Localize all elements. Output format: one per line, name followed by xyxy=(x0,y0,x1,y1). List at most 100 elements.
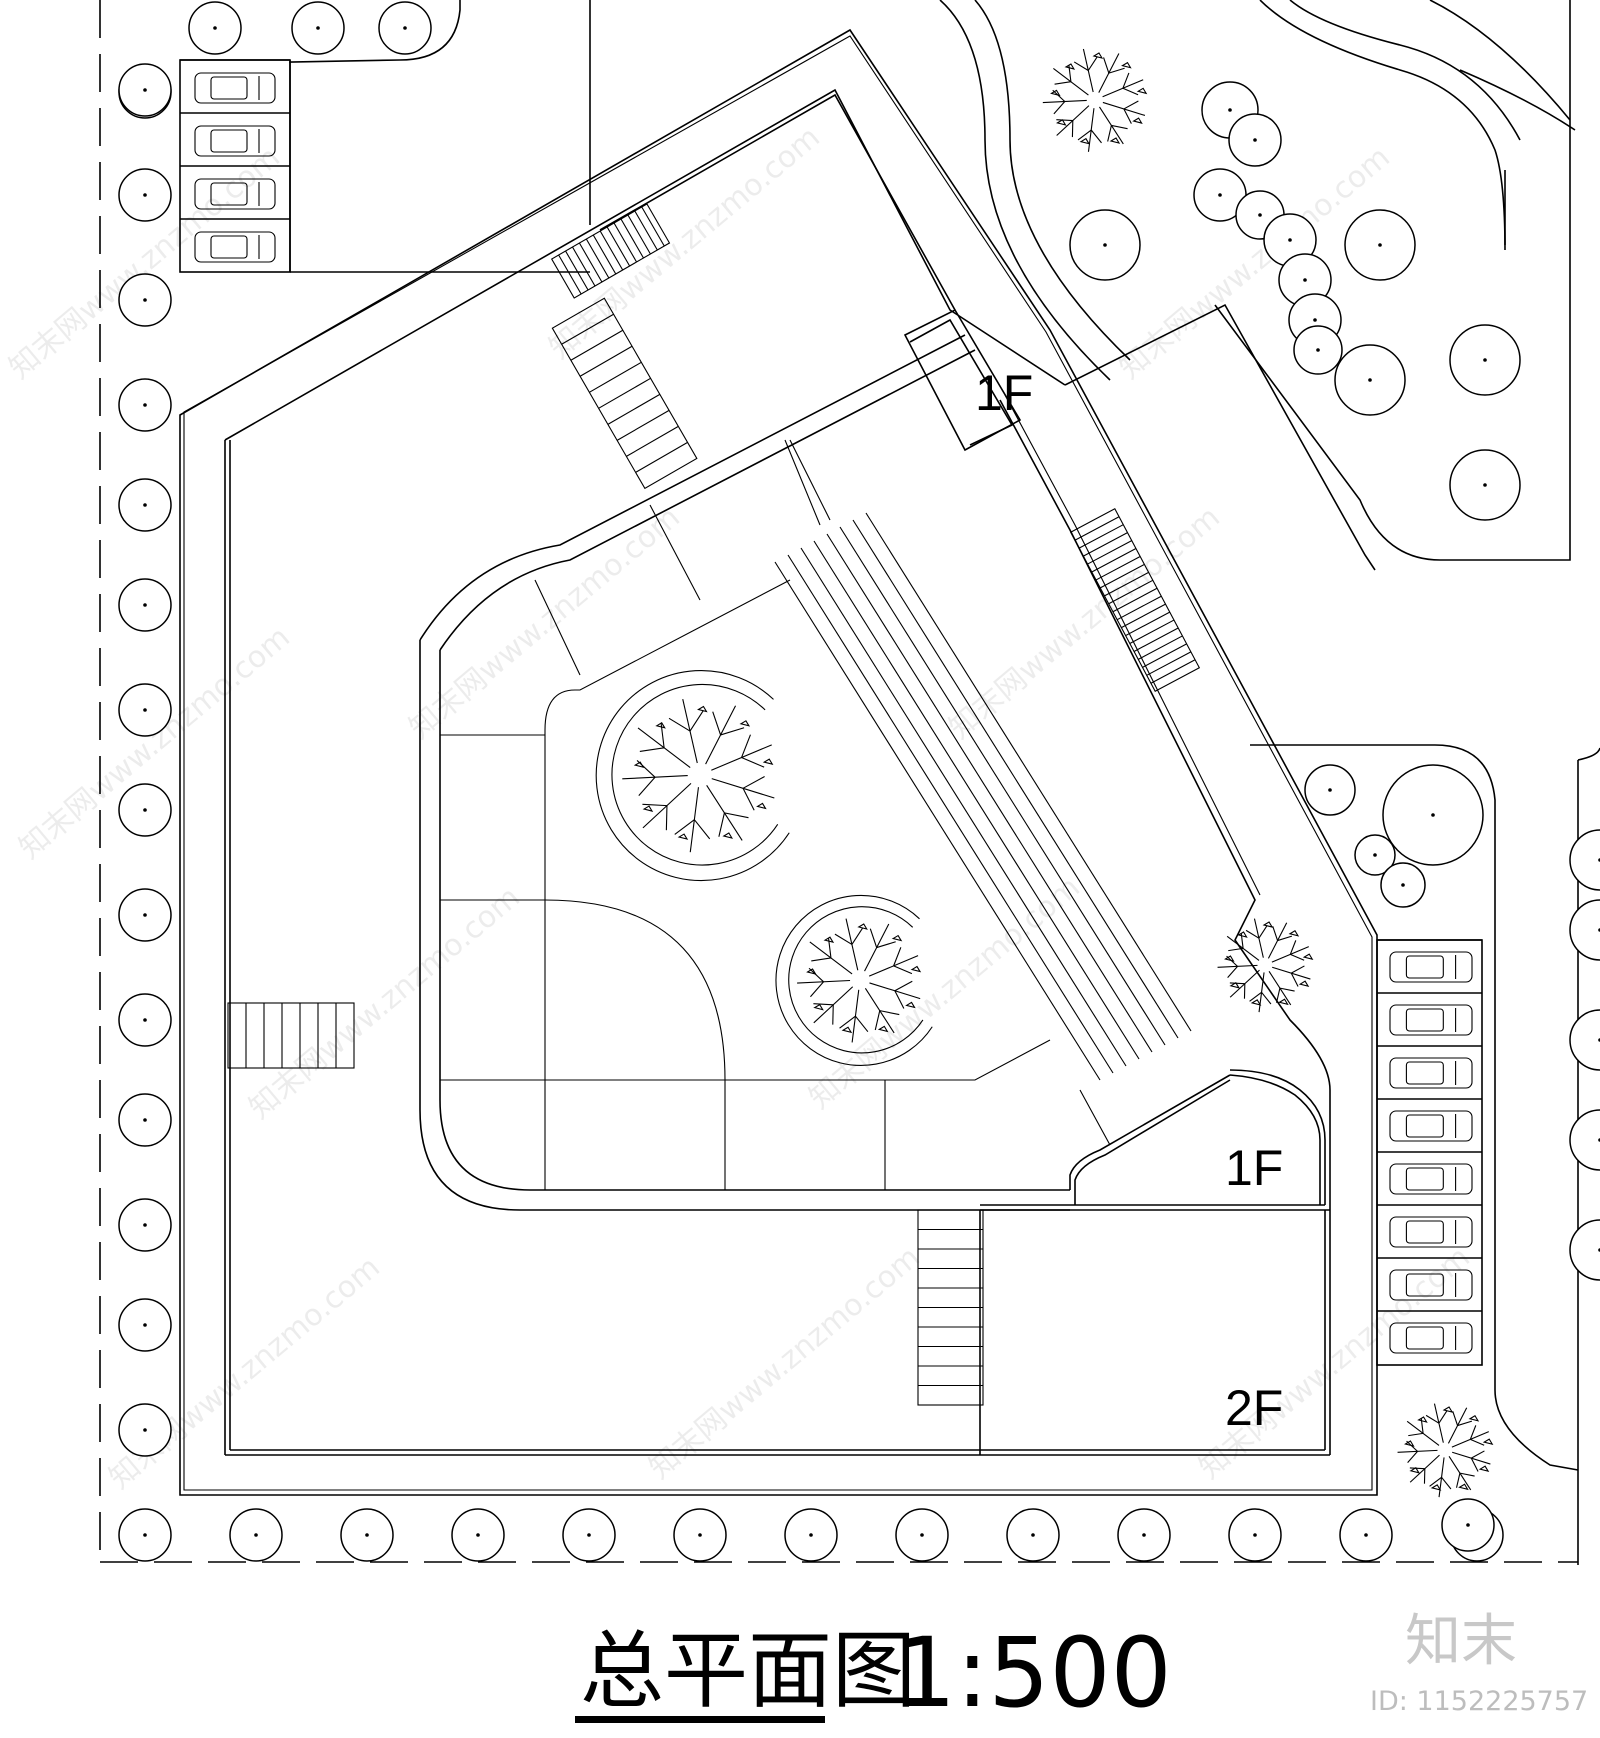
tree-left-5 xyxy=(118,478,172,532)
tree-edge-3 xyxy=(1569,1109,1600,1171)
tree-bottom-0 xyxy=(118,1508,172,1562)
courtyard-paving xyxy=(440,439,1111,1190)
tree-green-1 xyxy=(1069,209,1141,281)
car-right-1 xyxy=(1389,1004,1473,1036)
floor-label-1f-east: 1F xyxy=(1225,1140,1283,1196)
drawing-scale: 1:500 xyxy=(895,1617,1172,1729)
tree-left-9 xyxy=(118,888,172,942)
tree-top-3 xyxy=(378,1,432,55)
tree-left-3 xyxy=(118,273,172,327)
watermark-logo: 知末 xyxy=(1405,1609,1517,1674)
tree-left-8 xyxy=(118,783,172,837)
tree-bottom-6 xyxy=(784,1508,838,1562)
floor-label-1f-north: 1F xyxy=(975,365,1033,421)
tree-green-4 xyxy=(1334,344,1406,416)
tree-bottom-3 xyxy=(451,1508,505,1562)
tree-edge-1 xyxy=(1569,899,1600,961)
tree-edge-4 xyxy=(1569,1219,1600,1281)
tree-edge-0 xyxy=(1569,829,1600,891)
stairs xyxy=(227,203,1201,1406)
tree-bottom-5 xyxy=(673,1508,727,1562)
tree-bottom-1 xyxy=(229,1508,283,1562)
branch-tree-southeast xyxy=(1397,1403,1494,1498)
tree-green-2 xyxy=(1344,209,1416,281)
tree-right-2 xyxy=(1382,764,1484,866)
tree-green-3 xyxy=(1449,324,1521,396)
watermark-diag-11: 知末网www.znzmo.com xyxy=(1193,1240,1477,1486)
grand-stair xyxy=(774,512,1192,1081)
car-right-3 xyxy=(1389,1110,1473,1142)
tree-top-2 xyxy=(291,1,345,55)
stair-west xyxy=(227,1002,355,1069)
grand-stair-step-5 xyxy=(839,526,1166,1046)
tree-bottom-9 xyxy=(1117,1508,1171,1562)
tree-left-12 xyxy=(118,1198,172,1252)
tree-left-1 xyxy=(118,63,172,117)
tree-left-4 xyxy=(118,378,172,432)
stair-north xyxy=(550,203,671,299)
drawing-title: 总平面图 xyxy=(580,1622,916,1720)
tree-row-bottom xyxy=(118,1508,1504,1562)
car-right-0 xyxy=(1389,951,1473,983)
tree-bottom-7 xyxy=(895,1508,949,1562)
tree-left-7 xyxy=(118,683,172,737)
watermark-diag-9: 知末网www.znzmo.com xyxy=(103,1250,387,1496)
grand-stair-step-0 xyxy=(774,561,1101,1081)
tree-left-10 xyxy=(118,993,172,1047)
branch-tree-north xyxy=(1042,48,1148,152)
branch-tree-east xyxy=(1217,918,1314,1013)
grand-stair-step-2 xyxy=(800,547,1127,1067)
diagonal-watermarks: 知末网www.znzmo.com 知末网www.znzmo.com 知末网www… xyxy=(3,120,1477,1496)
tree-bottom-4 xyxy=(562,1508,616,1562)
tree-row-left xyxy=(118,63,172,1457)
building-podium xyxy=(179,28,1378,1496)
car-top-2 xyxy=(194,178,276,210)
tree-top-1 xyxy=(188,1,242,55)
tree-right-4 xyxy=(1380,862,1426,908)
tree-bottom-11 xyxy=(1339,1508,1393,1562)
tree-bottom-10 xyxy=(1228,1508,1282,1562)
car-right-2 xyxy=(1389,1057,1473,1089)
shrub-7 xyxy=(1293,325,1343,375)
tree-left-6 xyxy=(118,578,172,632)
car-top-1 xyxy=(194,125,276,157)
car-right-5 xyxy=(1389,1216,1473,1248)
courtyard-planters xyxy=(595,670,933,1066)
watermark-diag-2: 知末网www.znzmo.com xyxy=(543,120,827,366)
tree-edge-2 xyxy=(1569,1009,1600,1071)
planter-small xyxy=(775,894,933,1066)
tree-right-1 xyxy=(1304,764,1356,816)
stair-south xyxy=(917,1209,984,1406)
car-right-7 xyxy=(1389,1322,1473,1354)
parking-lot-top-left xyxy=(179,59,291,273)
grand-stair-step-4 xyxy=(826,533,1153,1053)
tree-left-14 xyxy=(118,1403,172,1457)
grand-stair-step-6 xyxy=(852,519,1179,1039)
tree-left-11 xyxy=(118,1093,172,1147)
tree-right-3 xyxy=(1354,834,1396,876)
car-top-3 xyxy=(194,231,276,263)
planter-large xyxy=(595,670,790,882)
tree-bottom-right xyxy=(1441,1498,1495,1552)
watermark-diag-6: 知末网www.znzmo.com xyxy=(943,500,1227,746)
stair-north-run xyxy=(551,297,698,490)
grand-stair-step-7 xyxy=(865,512,1192,1032)
planter-small-tree xyxy=(797,918,922,1043)
tree-group-misc xyxy=(188,1,1600,1552)
site-boundary xyxy=(99,0,1600,1565)
watermark-diag-10: 知末网www.znzmo.com xyxy=(643,1240,927,1486)
tree-green-5 xyxy=(1449,449,1521,521)
stair-east xyxy=(1069,508,1201,692)
shrub-1 xyxy=(1228,113,1282,167)
car-top-0 xyxy=(194,72,276,104)
grand-stair-step-3 xyxy=(813,540,1140,1060)
tree-left-2 xyxy=(118,168,172,222)
tree-left-13 xyxy=(118,1298,172,1352)
parking-lot-right xyxy=(1376,939,1483,1366)
floor-label-2f-south: 2F xyxy=(1225,1380,1283,1436)
car-right-4 xyxy=(1389,1163,1473,1195)
watermark-diag-5: 知末网www.znzmo.com xyxy=(403,500,687,746)
car-right-6 xyxy=(1389,1269,1473,1301)
planter-large-tree xyxy=(622,699,775,853)
